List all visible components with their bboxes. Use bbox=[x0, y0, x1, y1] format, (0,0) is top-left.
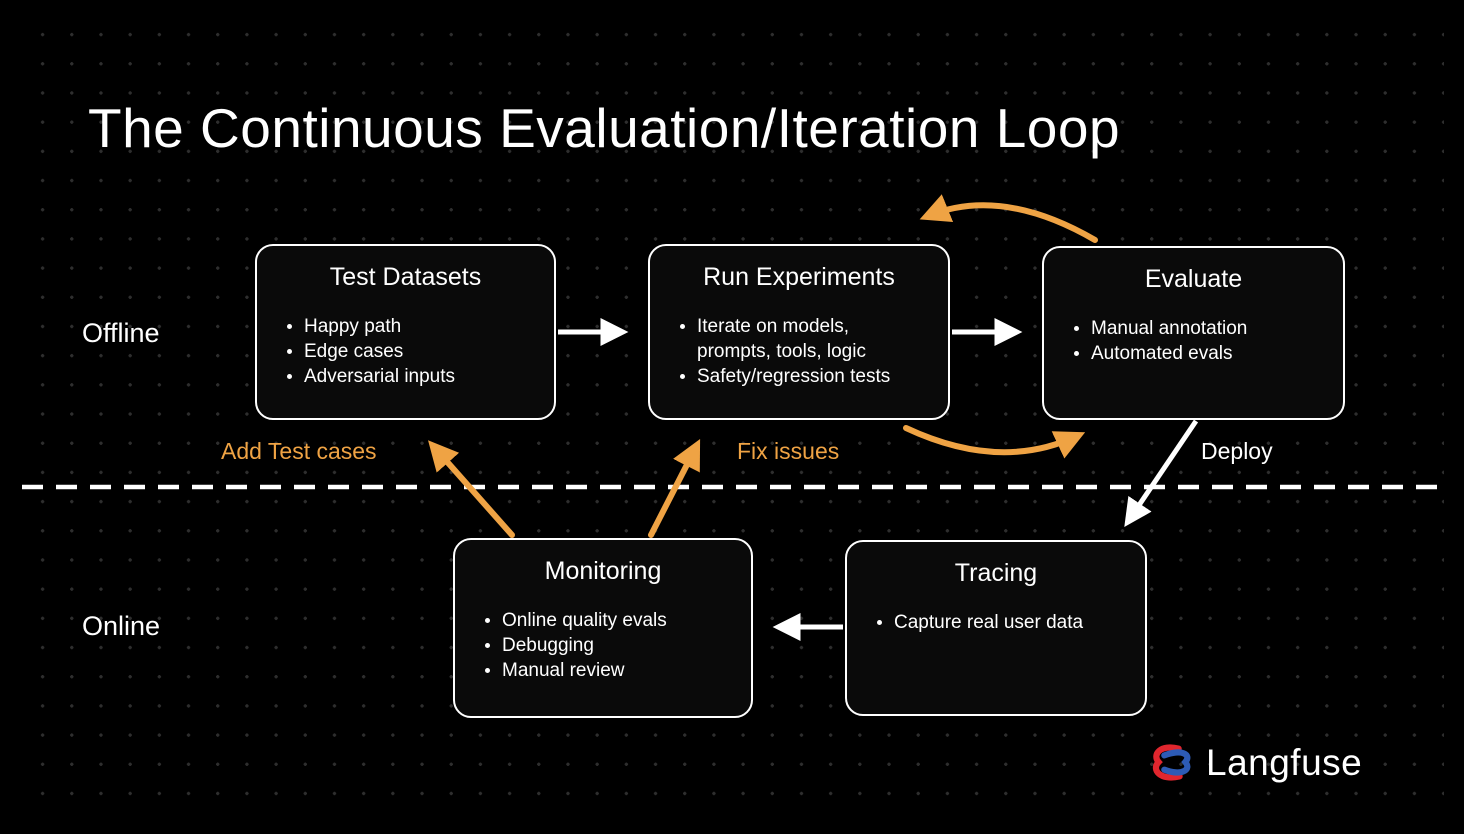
bullet-item: Happy path bbox=[304, 314, 540, 339]
box-title: Run Experiments bbox=[703, 263, 895, 291]
add-test-cases-label: Add Test cases bbox=[221, 438, 377, 464]
bullet-item: Safety/regression tests bbox=[697, 364, 934, 389]
bullet-list: Iterate on models, prompts, tools, logic… bbox=[650, 314, 948, 389]
bullet-list: Online quality evalsDebuggingManual revi… bbox=[455, 608, 751, 683]
bullet-item: Adversarial inputs bbox=[304, 364, 540, 389]
online-label: Online bbox=[82, 611, 161, 641]
langfuse-wordmark: Langfuse bbox=[1206, 742, 1363, 783]
bullet-list: Manual annotationAutomated evals bbox=[1044, 316, 1343, 366]
node-run-experiments: Run Experiments Iterate on models, promp… bbox=[648, 244, 950, 420]
page-title: The Continuous Evaluation/Iteration Loop bbox=[88, 97, 1121, 159]
langfuse-logo: Langfuse bbox=[1148, 742, 1362, 784]
offline-label: Offline bbox=[82, 318, 160, 348]
bullet-list: Happy pathEdge casesAdversarial inputs bbox=[257, 314, 554, 389]
bullet-item: Iterate on models, prompts, tools, logic bbox=[697, 314, 934, 364]
bullet-item: Edge cases bbox=[304, 339, 540, 364]
bullet-list: Capture real user data bbox=[847, 610, 1145, 635]
box-title: Test Datasets bbox=[329, 263, 482, 291]
box-title: Tracing bbox=[954, 559, 1038, 587]
bullet-item: Automated evals bbox=[1091, 341, 1329, 366]
box-title: Monitoring bbox=[544, 557, 662, 585]
deploy-label: Deploy bbox=[1201, 438, 1273, 464]
langfuse-knot-icon bbox=[1148, 742, 1194, 784]
node-evaluate: Evaluate Manual annotationAutomated eval… bbox=[1042, 246, 1345, 420]
bullet-item: Manual review bbox=[502, 658, 737, 683]
bullet-item: Capture real user data bbox=[894, 610, 1131, 635]
node-test-datasets: Test Datasets Happy pathEdge casesAdvers… bbox=[255, 244, 556, 420]
bullet-item: Manual annotation bbox=[1091, 316, 1329, 341]
bullet-item: Debugging bbox=[502, 633, 737, 658]
node-tracing: Tracing Capture real user data bbox=[845, 540, 1147, 716]
node-monitoring: Monitoring Online quality evalsDebugging… bbox=[453, 538, 753, 718]
bullet-item: Online quality evals bbox=[502, 608, 737, 633]
fix-issues-label: Fix issues bbox=[737, 438, 840, 464]
box-title: Evaluate bbox=[1144, 265, 1243, 293]
